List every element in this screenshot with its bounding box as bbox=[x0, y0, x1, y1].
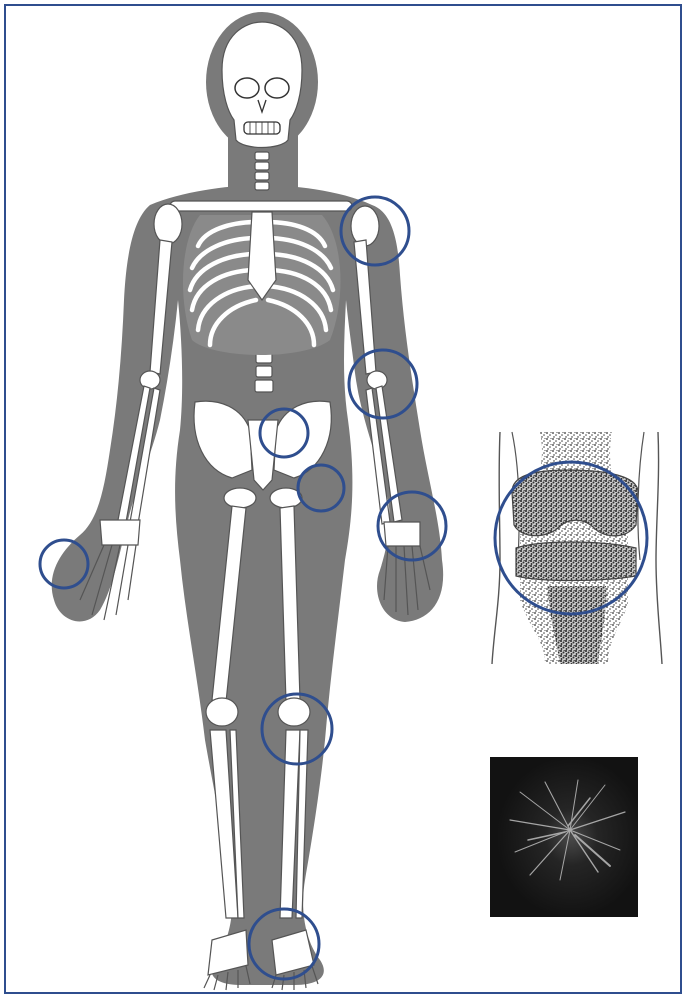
knee-joint-cross-section-icon bbox=[492, 432, 662, 664]
rib-cage bbox=[183, 212, 341, 355]
needle-crystal-micrograph-icon bbox=[490, 757, 638, 917]
